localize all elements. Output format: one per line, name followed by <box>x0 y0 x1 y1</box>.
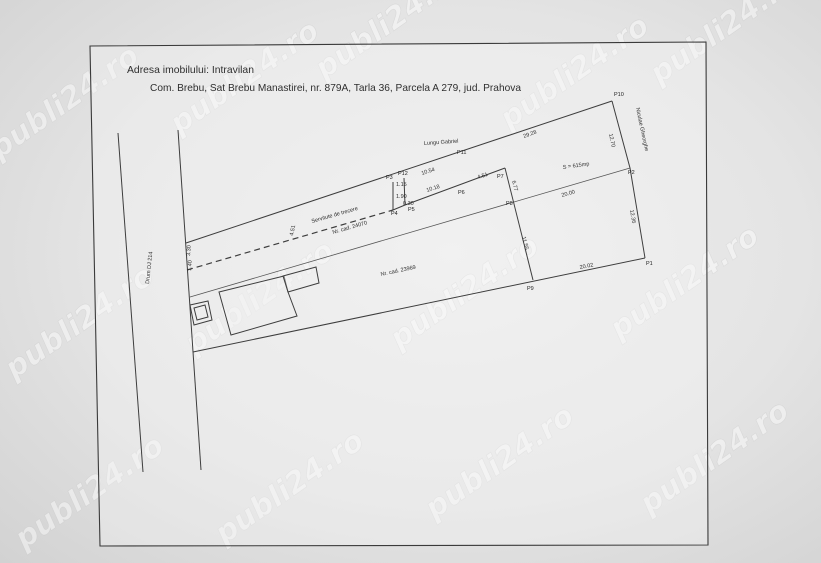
shed-inner-outline <box>193 304 209 321</box>
boundary-parcel-divider <box>189 167 631 298</box>
dimension-p6-p7: 4.51 <box>477 172 489 181</box>
point-label-p9: P9 <box>527 286 534 292</box>
dimension-p11-p10: 29.28 <box>523 130 538 140</box>
dimension-p4-p5: 0.30 <box>403 201 414 207</box>
dimension-p7-p8: 6.77 <box>510 180 518 192</box>
point-label-p12: P12 <box>398 171 408 177</box>
road-label: Drum DJ 214 <box>145 251 154 284</box>
dimension-p5-p6: 10.18 <box>426 184 441 194</box>
dimension-p10-p2: 12.70 <box>607 133 616 148</box>
point-label-p3: P3 <box>386 175 393 181</box>
point-label-p1: P1 <box>646 261 653 267</box>
point-label-p6: P6 <box>458 190 465 196</box>
point-label-p11: P11 <box>457 150 466 156</box>
dimension-p3-p4-lower: 1.90 <box>396 194 407 200</box>
road-edge-left <box>117 132 144 473</box>
dimension-p1-p9: 20.02 <box>579 262 594 271</box>
house-annex <box>282 266 320 293</box>
dimension-servitude-length: 4.51 <box>289 225 297 237</box>
area-label: S = 615mp <box>562 161 589 171</box>
road-edge-right <box>177 129 202 471</box>
servitude-line <box>186 209 394 271</box>
boundary-p7-p9 <box>504 167 534 281</box>
point-label-p5: P5 <box>408 207 415 213</box>
address-label: Adresa imobilului: Intravilan <box>127 64 254 76</box>
point-label-p10: P10 <box>614 92 624 98</box>
address-detail: Com. Brebu, Sat Brebu Manastirei, nr. 87… <box>150 82 521 94</box>
neighbor-north-label: Lungu Gabriel <box>424 139 459 147</box>
point-label-p4: P4 <box>391 211 398 217</box>
dimension-p2-p1: 12.36 <box>628 209 636 224</box>
point-label-p2: P2 <box>628 170 635 176</box>
dimension-p12-p11: 10.54 <box>421 167 436 177</box>
drawing-frame <box>89 41 709 547</box>
boundary-north <box>185 100 613 244</box>
dimension-p3-p4-upper: 1.15 <box>396 182 407 188</box>
point-label-p8: P8 <box>506 201 513 207</box>
dimension-p8-p2: 20.00 <box>561 189 576 199</box>
boundary-south <box>192 257 646 353</box>
dimension-front-upper: 3.30 <box>186 245 193 256</box>
shed-building <box>189 300 213 326</box>
dimension-p9-p8: 11.55 <box>520 236 529 250</box>
house-building <box>218 275 298 336</box>
boundary-p12-p5 <box>403 177 406 206</box>
dimension-front-lower: 1.40 <box>187 260 194 271</box>
point-label-p7: P7 <box>497 174 504 180</box>
